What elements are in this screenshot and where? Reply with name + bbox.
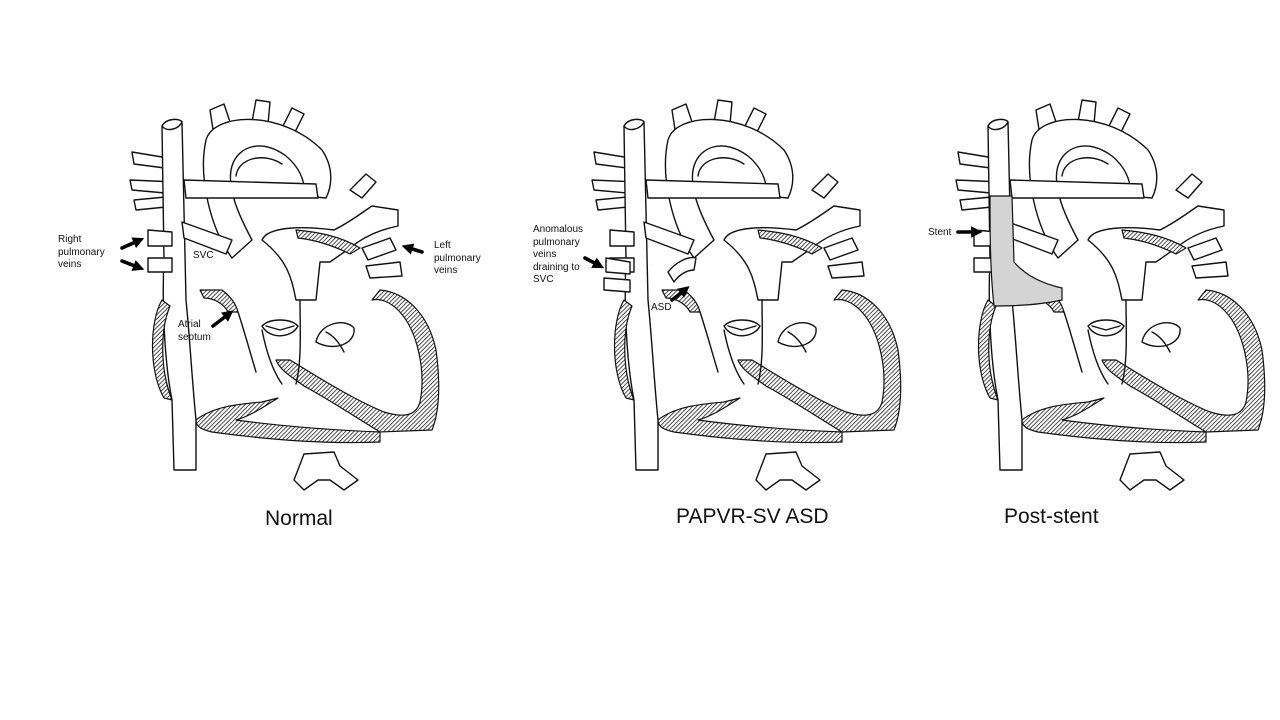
caption-post-stent: Post-stent — [1004, 505, 1099, 528]
label-atrial-septum: Atrial septum — [178, 319, 211, 343]
stent-region — [989, 195, 1063, 307]
label-svc: SVC — [193, 250, 214, 261]
poststent-heart-drawing — [955, 99, 1266, 491]
label-stent: Stent — [928, 227, 952, 238]
arrow-asd — [670, 286, 690, 302]
label-right-pulmonary-veins: Right pulmonary veins — [58, 234, 105, 270]
caption-papvr-sv-asd: PAPVR-SV ASD — [676, 505, 829, 528]
label-anomalous-veins: Anomalous pulmonary veins draining to SV… — [533, 224, 584, 285]
arrow-anomalous-veins — [583, 256, 605, 269]
papvr-heart-drawing — [591, 99, 902, 491]
label-asd: ASD — [651, 302, 672, 313]
normal-heart-drawing — [129, 99, 440, 491]
annotation-arrows — [120, 226, 983, 328]
arrow-right-pulm-upper — [120, 237, 145, 250]
arrow-left-pulm — [401, 243, 424, 255]
arrow-atrial-septum — [211, 310, 234, 328]
label-left-pulmonary-veins: Left pulmonary veins — [434, 240, 481, 276]
arrow-right-pulm-lower — [120, 259, 145, 271]
caption-normal: Normal — [265, 507, 333, 530]
